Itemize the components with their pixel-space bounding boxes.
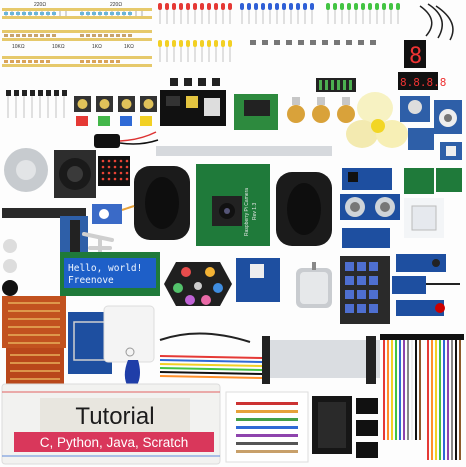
tutorial-subtitle: C, Python, Java, Scratch <box>40 435 189 450</box>
resistor-label: 220Ω <box>34 2 46 8</box>
seven-segment-displays: 8 8.8.8.8 <box>398 3 454 90</box>
lcd1602-module: Hello, world! Freenove <box>60 252 160 296</box>
sensor-modules-right <box>340 96 462 316</box>
single-digit-display: 8 <box>409 44 422 69</box>
prototype-boards <box>2 296 66 388</box>
servo-motor <box>92 204 135 224</box>
membrane-keypad <box>340 256 390 324</box>
resistor-label: 220Ω <box>110 2 122 8</box>
led-rows <box>158 3 400 62</box>
resistor-label: 1KΩ <box>92 44 102 50</box>
stepper-motor <box>4 148 48 192</box>
sensor-module-blue <box>236 258 280 302</box>
resistor-strips: 220Ω 220Ω 10KΩ 10KΩ 1KΩ 1KΩ <box>2 2 152 67</box>
camera-version-label: Rev 1.3 <box>252 203 258 220</box>
transistors-and-buttons <box>6 90 157 126</box>
tutorial-title: Tutorial <box>75 403 154 430</box>
battery-clip <box>94 131 159 148</box>
led-matrix <box>98 156 130 186</box>
lcd-line-1: Hello, world! <box>68 263 142 274</box>
power-module <box>160 78 226 126</box>
lcd-line-2: Freenove <box>68 275 114 286</box>
fan-propeller <box>346 92 408 148</box>
resistor-label: 10KΩ <box>12 44 25 50</box>
dupont-cables <box>380 334 464 460</box>
four-digit-display: 8.8.8.8 <box>400 76 446 89</box>
rfid-reader <box>68 305 155 392</box>
battery-holder <box>312 396 352 454</box>
gpio-ribbon-cable <box>262 336 380 384</box>
jumper-wires <box>159 332 263 379</box>
relay-module <box>234 94 278 130</box>
speakers <box>134 166 332 246</box>
ic-chips <box>356 398 378 458</box>
camera-board: Raspberry Pi Camera Rev 1.3 <box>196 164 270 246</box>
tutorial-banner: Tutorial C, Python, Java, Scratch <box>14 398 214 452</box>
potentiometers <box>287 78 356 123</box>
rgb-led-board <box>164 262 232 306</box>
resistor-color-card <box>225 391 309 463</box>
dc-motor <box>296 262 332 308</box>
camera-brand-label: Raspberry Pi Camera <box>244 188 250 236</box>
joystick-module <box>54 150 96 198</box>
resistor-label: 10KΩ <box>52 44 65 50</box>
resistor-label: 1KΩ <box>124 44 134 50</box>
buzzers <box>2 239 18 296</box>
ribbon-cable <box>156 146 332 156</box>
